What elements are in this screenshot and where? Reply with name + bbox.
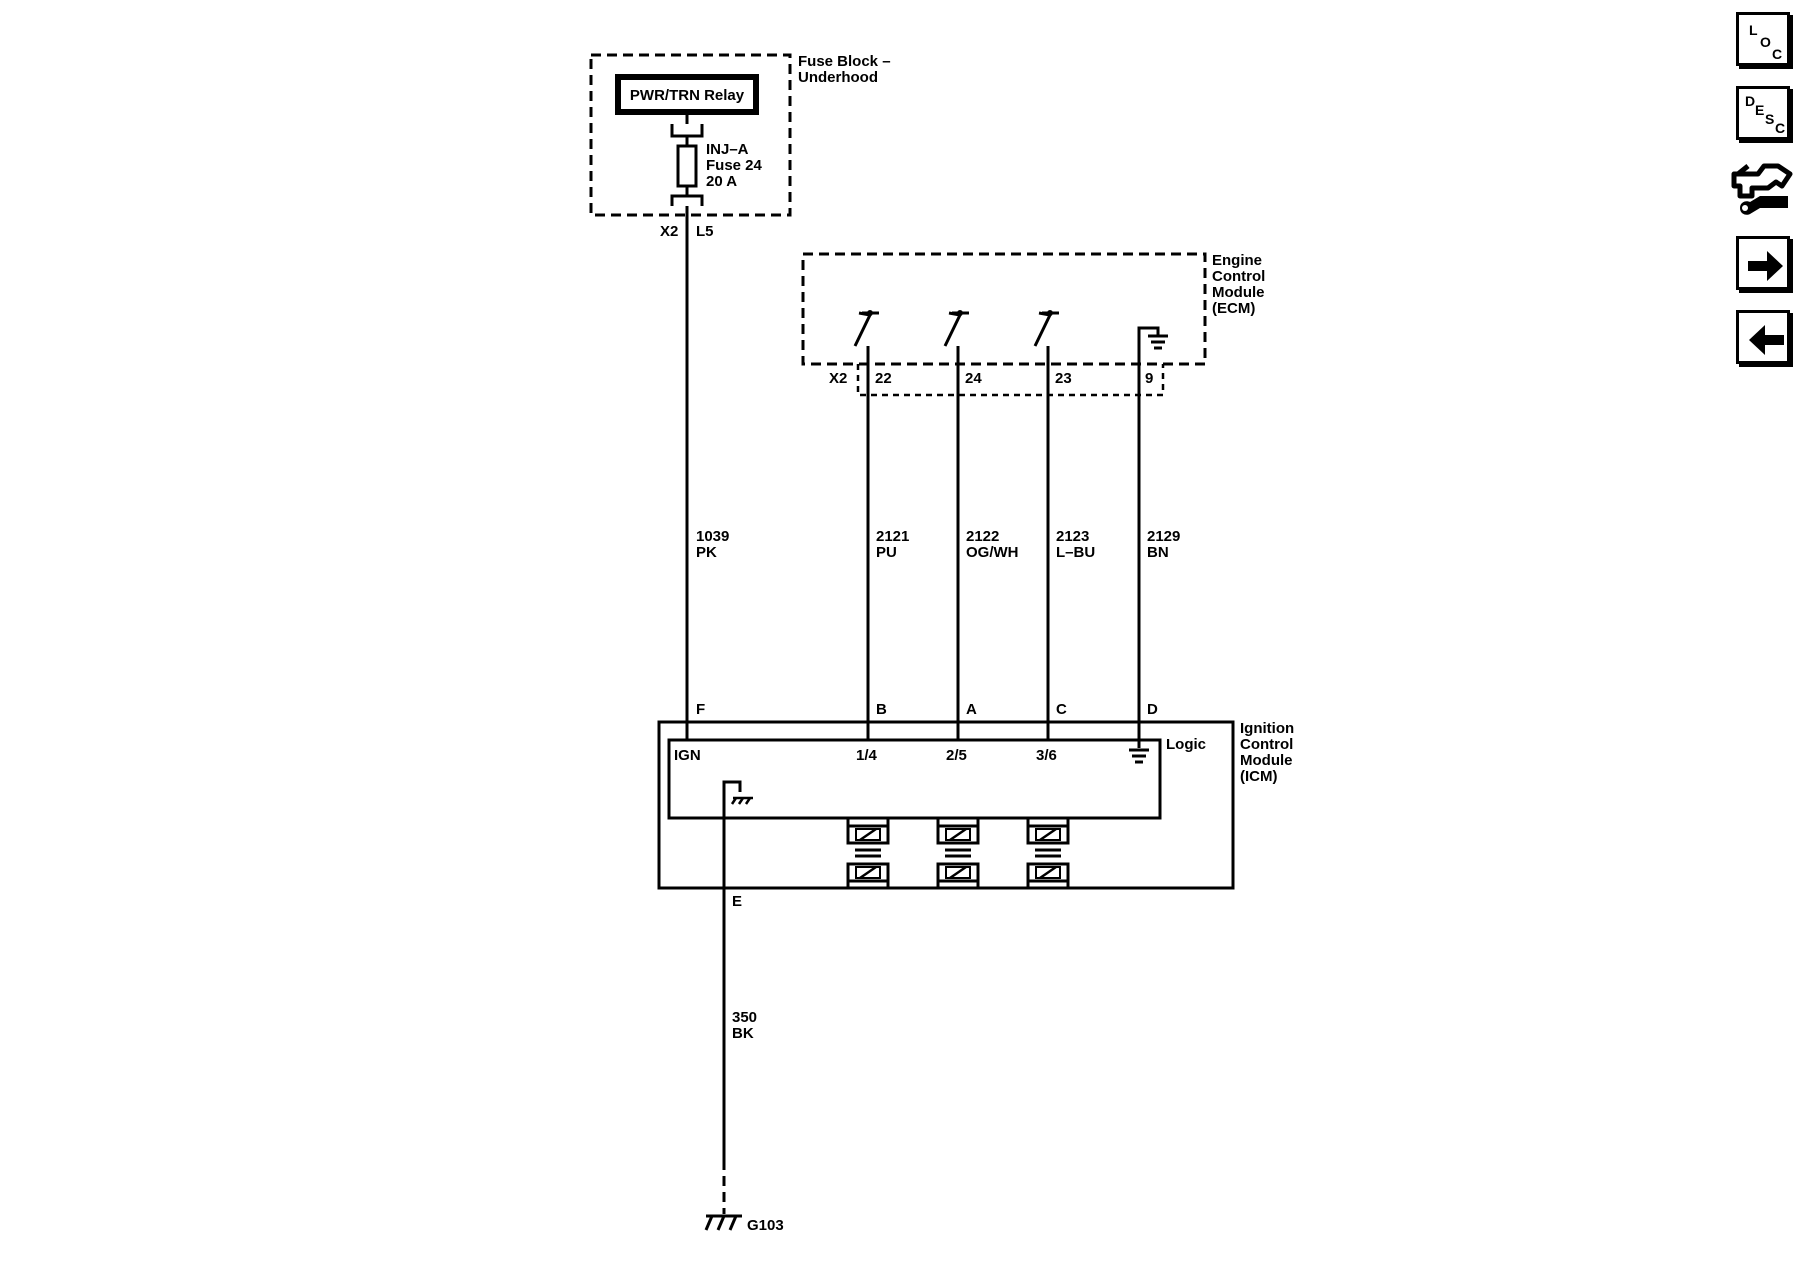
wires: 1039 PK 2121 PU 2122 OG/WH 2123 L–BU 212… <box>685 206 1180 740</box>
icm-label-3-6: 3/6 <box>1036 747 1057 764</box>
fuse-label-3: 20 A <box>706 173 737 190</box>
fuse-pin-label: L5 <box>696 223 714 240</box>
ecm-connector-label: X2 <box>829 370 847 387</box>
desc-letter-e: E <box>1755 102 1765 118</box>
icm-label-2-5: 2/5 <box>946 747 967 764</box>
arrow-left-icon <box>1749 325 1784 355</box>
fuse-block: Fuse Block – Underhood PWR/TRN Relay INJ… <box>589 53 891 240</box>
arrow-right-icon <box>1748 251 1783 281</box>
ecm-pin-24: 24 <box>965 370 982 387</box>
icm-ground-icon <box>1129 740 1149 764</box>
ecm-pin-23: 23 <box>1055 370 1072 387</box>
loc-letter-c: C <box>1772 46 1783 62</box>
ecm-outline <box>801 252 1207 366</box>
chassis-ground-icon <box>722 780 753 812</box>
wire-2122-circuit: 2122 <box>966 528 999 545</box>
wire-2121-color: PU <box>876 544 897 561</box>
fuse-block-title-2: Underhood <box>798 69 878 86</box>
ecm-switch-3 <box>1033 310 1059 347</box>
relay-label: PWR/TRN Relay <box>630 87 745 104</box>
ecm-ground-icon <box>1137 326 1168 350</box>
icm-pin-c: C <box>1056 701 1067 718</box>
ignition-coil-3 <box>1026 818 1070 888</box>
ecm-connector-outline <box>856 364 1165 397</box>
wire-2129-color: BN <box>1147 544 1169 561</box>
icm-title-2: Control <box>1240 736 1293 753</box>
fuse-symbol <box>676 144 698 188</box>
ecm-pin-22: 22 <box>875 370 892 387</box>
ground-g103-icon <box>704 1214 742 1231</box>
wire-2121-circuit: 2121 <box>876 528 909 545</box>
icm-title-4: (ICM) <box>1240 768 1278 785</box>
ground-circuit: 350 BK G103 <box>704 812 784 1234</box>
icm-logic-box <box>667 738 1162 820</box>
icm-pin-b: B <box>876 701 887 718</box>
ecm-switch-1 <box>853 310 879 347</box>
back-button[interactable] <box>1736 310 1790 364</box>
desc-letter-d: D <box>1745 93 1756 109</box>
wrench-connector-icon <box>1731 163 1793 215</box>
icm-pin-f: F <box>696 701 705 718</box>
icm-label-1-4: 1/4 <box>856 747 878 764</box>
ignition-coil-1 <box>846 818 890 888</box>
ecm-title-1: Engine <box>1212 252 1262 269</box>
icm: Ignition Control Module (ICM) F B A C D … <box>657 701 1294 910</box>
ecm-switch-2 <box>943 310 969 347</box>
wire-1039-color: PK <box>696 544 717 561</box>
wire-1039-circuit: 1039 <box>696 528 729 545</box>
wire-2123-color: L–BU <box>1056 544 1095 561</box>
loc-letter-l: L <box>1749 22 1758 38</box>
location-button[interactable]: L O C <box>1736 12 1790 66</box>
fuse-block-outline <box>589 53 792 217</box>
fuse-connector-label: X2 <box>660 223 678 240</box>
wire-350-circuit: 350 <box>732 1009 757 1026</box>
desc-letter-c: C <box>1775 120 1786 136</box>
icm-pin-a: A <box>966 701 977 718</box>
icm-title-3: Module <box>1240 752 1293 769</box>
loc-letter-o: O <box>1760 34 1771 50</box>
icm-outline <box>657 720 1235 890</box>
fuse-label-1: INJ–A <box>706 141 749 158</box>
wire-2122-color: OG/WH <box>966 544 1019 561</box>
icm-title-1: Ignition <box>1240 720 1294 737</box>
fuse-block-title-1: Fuse Block – <box>798 53 891 70</box>
ground-label: G103 <box>747 1217 784 1234</box>
ecm-title-3: Module <box>1212 284 1265 301</box>
icm-pin-d: D <box>1147 701 1158 718</box>
icm-pin-e: E <box>732 893 742 910</box>
relay-box <box>615 74 759 115</box>
icm-label-ign: IGN <box>674 747 701 764</box>
description-button[interactable]: D E S C <box>1736 86 1790 140</box>
icm-label-logic: Logic <box>1166 736 1206 753</box>
ecm-title-4: (ECM) <box>1212 300 1255 317</box>
wire-2123-circuit: 2123 <box>1056 528 1089 545</box>
wire-350-color: BK <box>732 1025 754 1042</box>
ecm-pin-9: 9 <box>1145 370 1153 387</box>
ignition-coil-2 <box>936 818 980 888</box>
ecm: Engine Control Module (ECM) X2 22 24 23 … <box>801 252 1265 397</box>
ecm-title-2: Control <box>1212 268 1265 285</box>
next-button[interactable] <box>1736 236 1790 290</box>
fuse-label-2: Fuse 24 <box>706 157 763 174</box>
wrench-connector-button[interactable] <box>1730 152 1796 224</box>
desc-letter-s: S <box>1765 111 1775 127</box>
wire-2129-circuit: 2129 <box>1147 528 1180 545</box>
